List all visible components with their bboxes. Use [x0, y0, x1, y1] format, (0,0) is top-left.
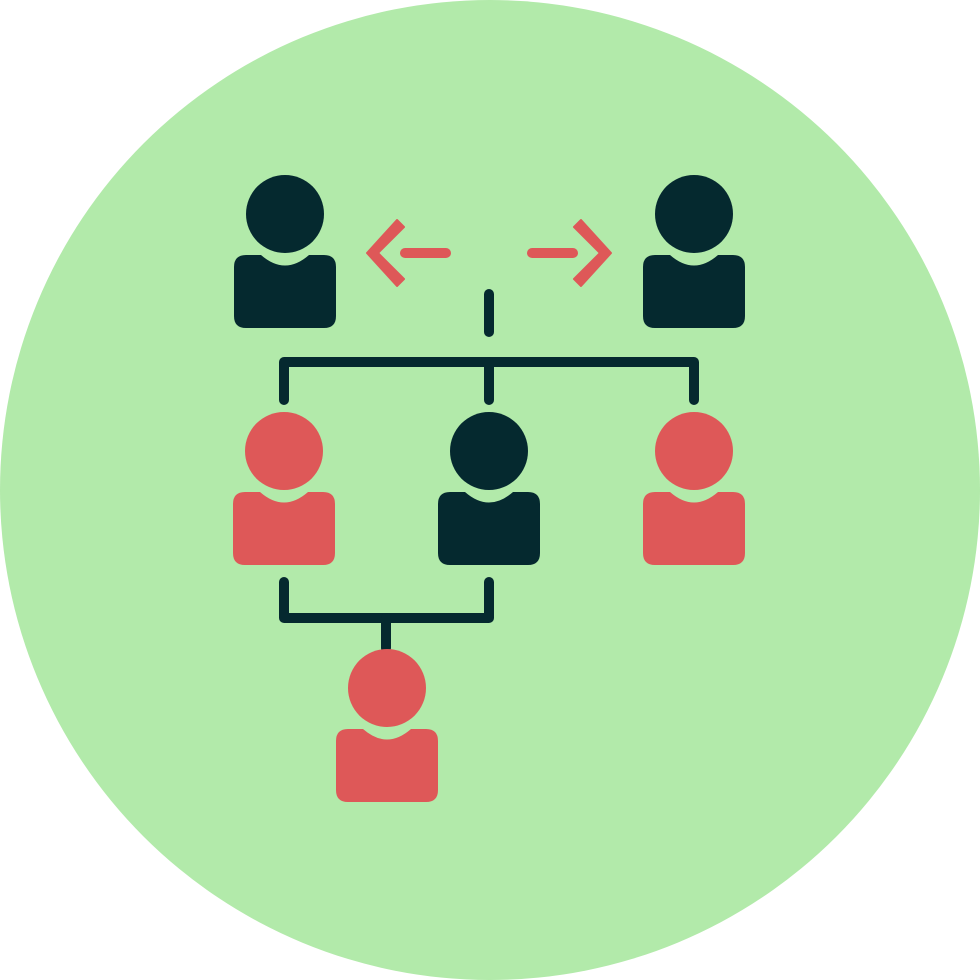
person-body	[643, 255, 745, 328]
person-middle-center-icon	[438, 412, 540, 565]
person-head	[348, 649, 426, 727]
person-head	[655, 175, 733, 253]
person-bottom-icon	[336, 649, 438, 802]
person-body	[643, 492, 745, 565]
person-head	[245, 412, 323, 490]
person-head	[246, 175, 324, 253]
person-middle-left-icon	[233, 412, 335, 565]
person-top-left-icon	[234, 175, 336, 328]
person-top-right-icon	[643, 175, 745, 328]
person-body	[336, 729, 438, 802]
person-body	[234, 255, 336, 328]
person-middle-right-icon	[643, 412, 745, 565]
person-body	[233, 492, 335, 565]
arrow-right-icon	[527, 219, 612, 287]
connector-lines	[279, 289, 699, 653]
arrow-left-icon	[366, 219, 451, 287]
person-head	[655, 412, 733, 490]
person-head	[450, 412, 528, 490]
person-body	[438, 492, 540, 565]
